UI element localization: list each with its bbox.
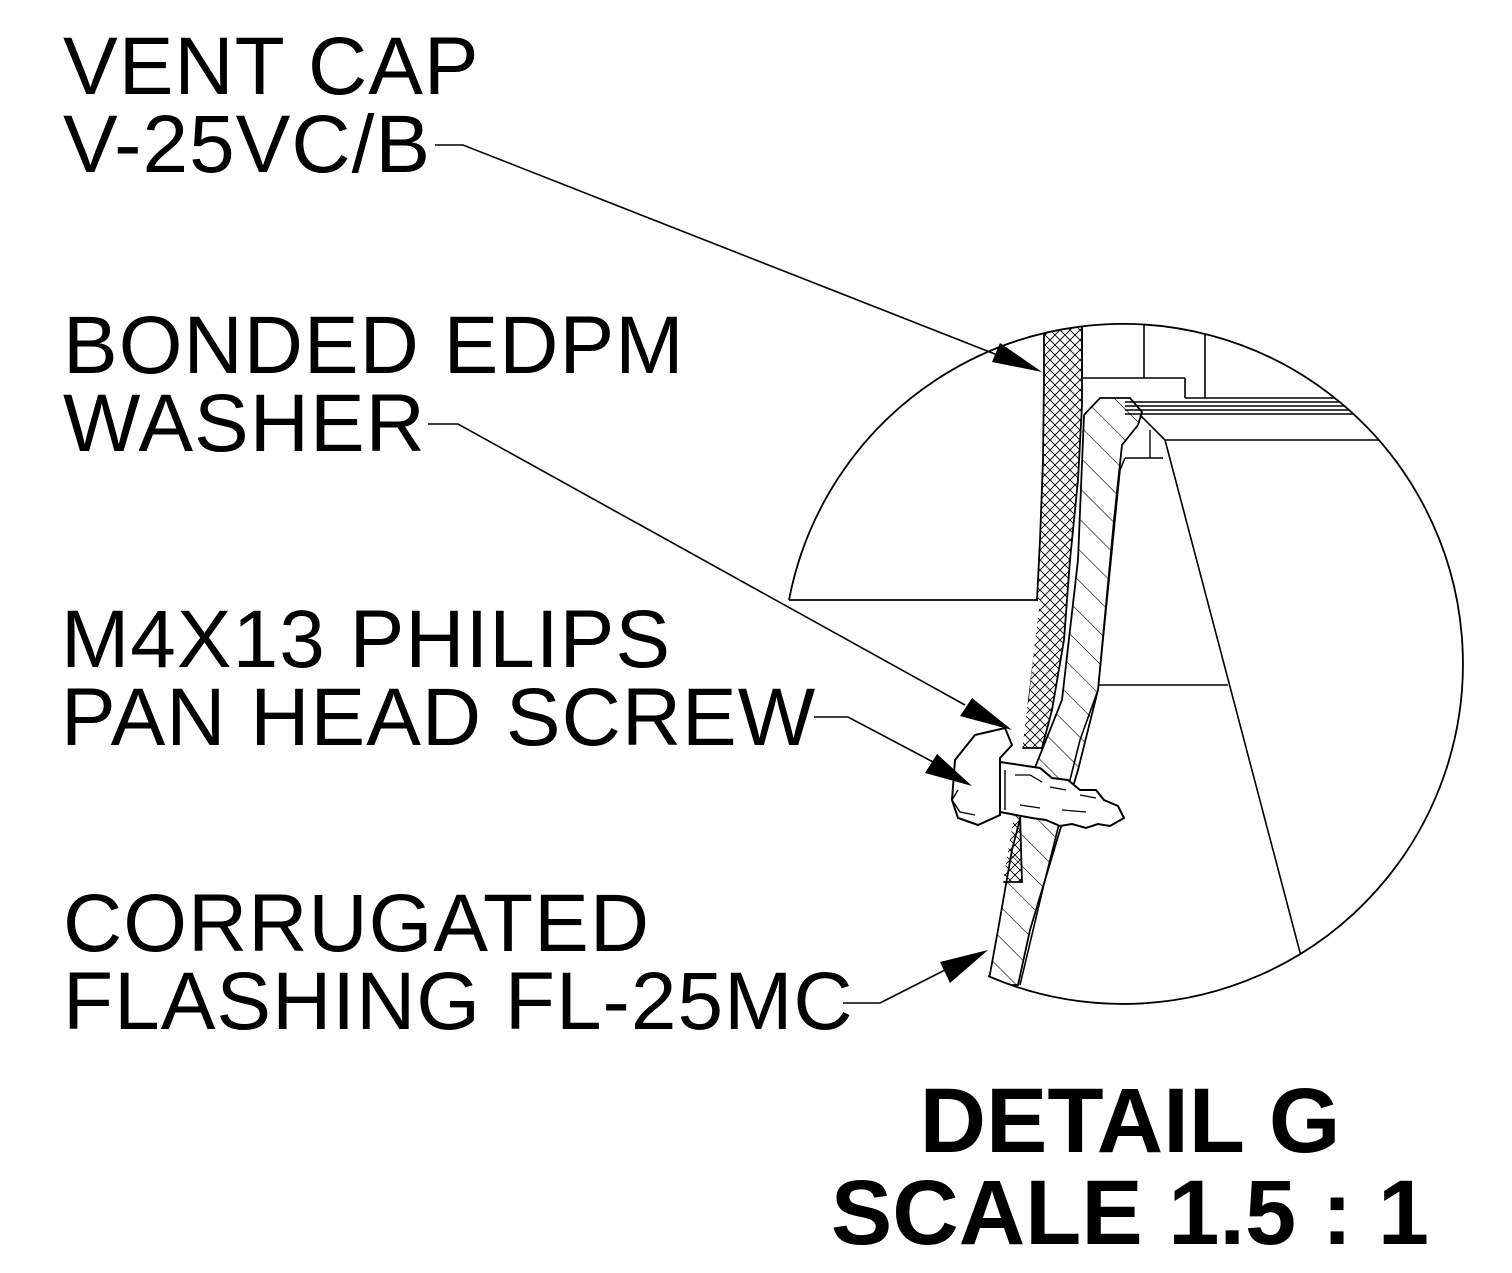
edpm-washer-section — [1012, 323, 1083, 749]
section-body — [976, 323, 1463, 986]
washer-label-line1: BONDED EDPM — [63, 300, 685, 391]
detail-circle-boundary — [788, 323, 1464, 1005]
screw-label-line2: PAN HEAD SCREW — [61, 672, 817, 763]
flashing-label-line2: FLASHING FL-25MC — [63, 956, 854, 1047]
leader-vent-cap — [435, 144, 1042, 372]
flashing-label-line1: CORRUGATED — [63, 878, 651, 969]
screw-label-line1: M4X13 PHILIPS — [61, 594, 672, 685]
leader-screw — [814, 716, 972, 786]
detail-title: DETAIL G — [919, 1070, 1341, 1172]
vent-cap-label: VENT CAP — [63, 21, 480, 112]
leader-flashing — [843, 950, 988, 1004]
pan-head-screw — [950, 726, 1126, 830]
detail-scale: SCALE 1.5 : 1 — [830, 1162, 1430, 1264]
flashing-sleeve-section — [986, 397, 1144, 986]
leader-washer — [428, 423, 1012, 730]
washer-label-line2: WASHER — [63, 378, 426, 469]
vent-cap-part-number: V-25VC/B — [63, 99, 432, 190]
